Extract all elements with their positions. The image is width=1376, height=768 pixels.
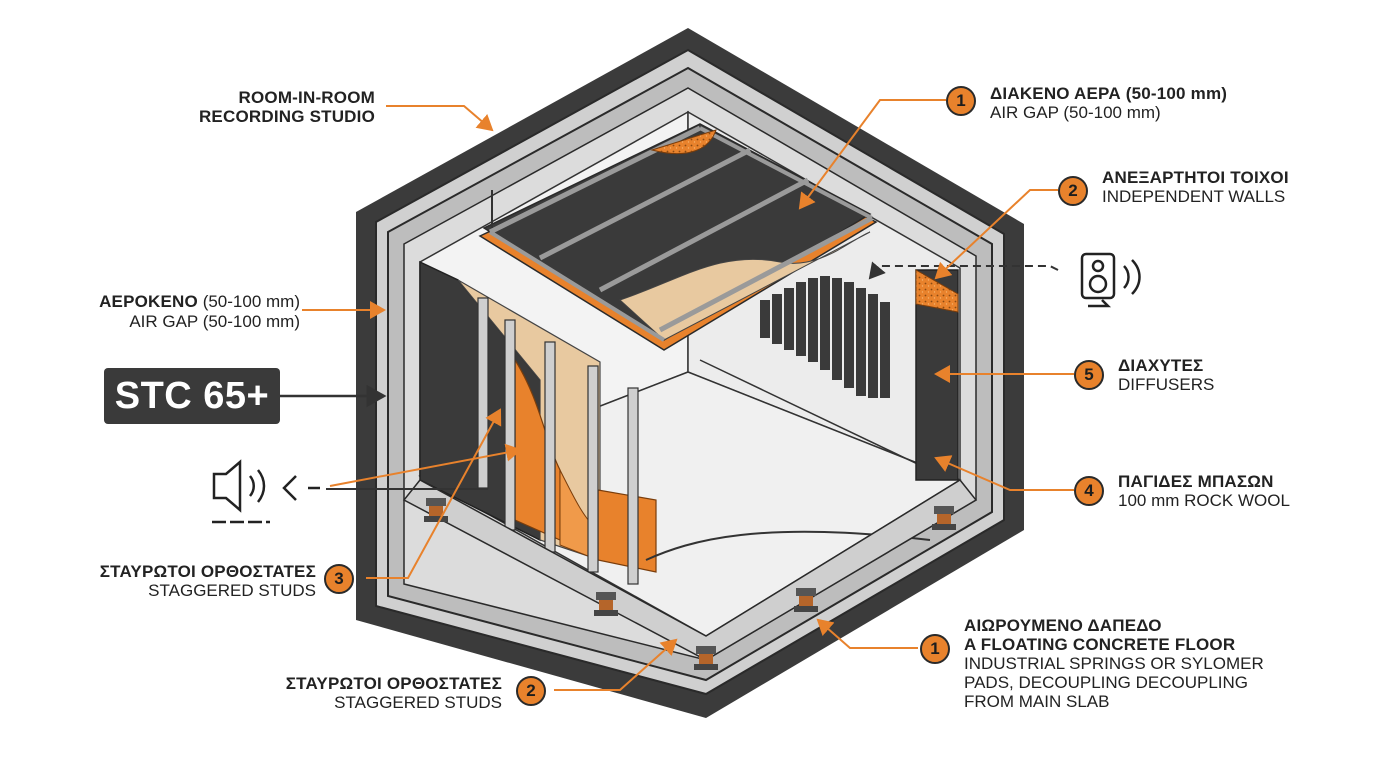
stc-rating-badge: STC 65+	[104, 368, 280, 424]
independent-walls-english: INDEPENDENT WALLS	[1102, 187, 1286, 207]
callout-floating-floor: ΑΙΩΡΟΥΜΕΝΟ ΔΑΠΕΔΟ A FLOATING CONCRETE FL…	[964, 616, 1264, 711]
callout-diffusers: ΔΙΑΧΥΤΕΣ DIFFUSERS	[1118, 356, 1214, 394]
callout-leader-lines	[302, 99, 1074, 691]
bass-traps-greek: ΠΑΓΙΔΕΣ ΜΠΑΣΩΝ	[1118, 472, 1274, 491]
callout-staggered-studs-mid: ΣΤΑΥΡΩΤΟΙ ΟΡΘΟΣΤΑΤΕΣ STAGGERED STUDS	[40, 562, 316, 600]
floor-underlay	[645, 530, 931, 561]
floating-floor-line5: FROM MAIN SLAB	[964, 692, 1110, 712]
spring-isolators	[424, 498, 956, 670]
staggered-studs-mid-greek: ΣΤΑΥΡΩΤΟΙ ΟΡΘΟΣΤΑΤΕΣ	[99, 562, 316, 581]
floating-floor-greek: ΑΙΩΡΟΥΜΕΝΟ ΔΑΠΕΔΟ	[964, 616, 1162, 635]
floating-floor-english-bold: A FLOATING CONCRETE FLOOR	[964, 635, 1236, 655]
title-line-2: RECORDING STUDIO	[198, 107, 375, 127]
air-gap-top-greek: ΔΙΑΚΕΝΟ ΑΕΡΑ (50-100 mm)	[990, 84, 1228, 103]
callout-number-badge: 5	[1074, 360, 1104, 390]
air-gap-left-english: AIR GAP (50-100 mm)	[129, 311, 300, 331]
callout-staggered-studs-bottom: ΣΤΑΥΡΩΤΟΙ ΟΡΘΟΣΤΑΤΕΣ STAGGERED STUDS	[200, 674, 502, 712]
callout-number-badge: 1	[946, 86, 976, 116]
air-gap-left-greek: ΑΕΡΟΚΕΝΟ	[99, 292, 198, 311]
callout-number-badge: 2	[1058, 176, 1088, 206]
staggered-studs-bottom-greek: ΣΤΑΥΡΩΤΟΙ ΟΡΘΟΣΤΑΤΕΣ	[285, 674, 502, 693]
callout-bass-traps: ΠΑΓΙΔΕΣ ΜΠΑΣΩΝ 100 mm ROCK WOOL	[1118, 472, 1290, 510]
independent-walls-greek: ΑΝΕΞΑΡΤΗΤΟΙ ΤΟΙΧΟΙ	[1102, 168, 1289, 187]
diffuser-panels	[760, 276, 890, 398]
staggered-studs-mid-english: STAGGERED STUDS	[148, 581, 316, 601]
diagram-title: ROOM-IN-ROOM RECORDING STUDIO	[150, 88, 375, 126]
callout-number-badge: 1	[920, 634, 950, 664]
diffusers-english: DIFFUSERS	[1118, 375, 1215, 395]
floating-floor-line4: PADS, DECOUPLING DECOUPLING	[964, 673, 1249, 693]
floating-floor-line3: INDUSTRIAL SPRINGS OR SYLOMER	[964, 654, 1264, 674]
callout-independent-walls: ΑΝΕΞΑΡΤΗΤΟΙ ΤΟΙΧΟΙ INDEPENDENT WALLS	[1102, 168, 1289, 206]
callout-air-gap-top: ΔΙΑΚΕΝΟ ΑΕΡΑ (50-100 mm) AIR GAP (50-100…	[990, 84, 1227, 122]
callout-number-badge: 2	[516, 676, 546, 706]
bass-traps-english: 100 mm ROCK WOOL	[1118, 491, 1290, 511]
diffusers-greek: ΔΙΑΧΥΤΕΣ	[1118, 356, 1204, 375]
sound-wave-icon	[212, 459, 320, 524]
air-gap-top-english: AIR GAP (50-100 mm)	[990, 103, 1161, 123]
air-gap-left-greek-suffix: (50-100 mm)	[197, 292, 300, 311]
callout-air-gap-left: ΑΕΡΟΚΕΝΟ (50-100 mm) AIR GAP (50-100 mm)	[40, 292, 300, 331]
callout-number-badge: 4	[1074, 476, 1104, 506]
floating-floor-slab	[402, 479, 978, 661]
suspended-ceiling	[478, 123, 878, 351]
stud-wall-section	[457, 279, 657, 585]
speaker-pointer-line	[868, 261, 1059, 280]
callout-number-badge: 3	[324, 564, 354, 594]
title-line-1: ROOM-IN-ROOM	[238, 88, 375, 107]
speaker-icon	[1080, 252, 1141, 308]
staggered-studs-bottom-english: STAGGERED STUDS	[334, 693, 502, 713]
